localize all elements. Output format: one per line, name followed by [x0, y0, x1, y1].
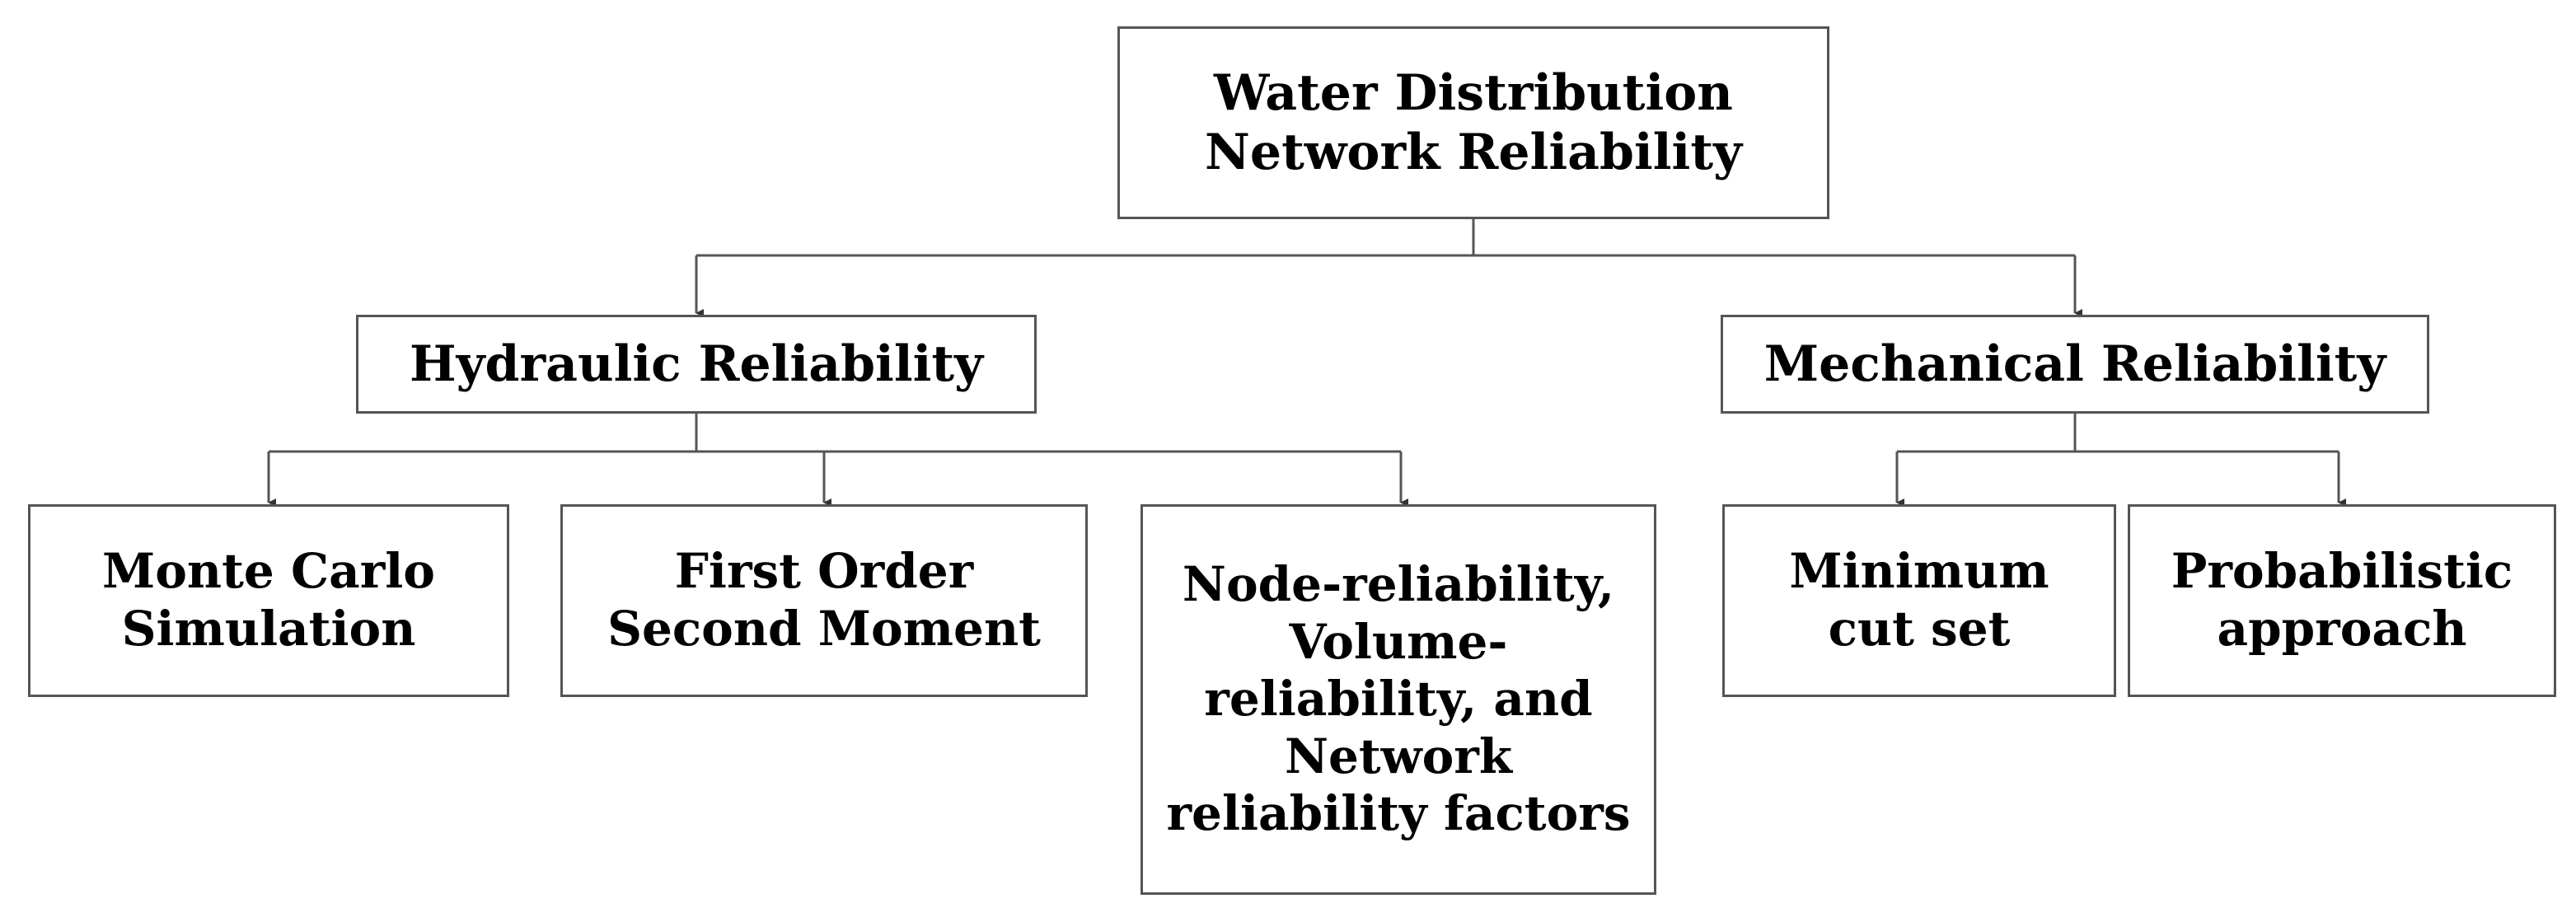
hydraulic-reliability-node: Hydraulic Reliability: [356, 315, 1037, 414]
root-node: Water Distribution Network Reliability: [1117, 26, 1829, 219]
root-node-label: Water Distribution Network Reliability: [1205, 64, 1742, 181]
mechanical-reliability-label: Mechanical Reliability: [1763, 335, 2386, 393]
monte-carlo-label: Monte Carlo Simulation: [102, 543, 435, 657]
mechanical-reliability-node: Mechanical Reliability: [1721, 315, 2429, 414]
hydraulic-reliability-label: Hydraulic Reliability: [409, 335, 984, 393]
first-order-second-moment-label: First Order Second Moment: [607, 543, 1041, 657]
minimum-cut-set-node: Minimum cut set: [1722, 504, 2116, 697]
probabilistic-approach-node: Probabilistic approach: [2128, 504, 2556, 697]
node-reliability-factors-label: Node-reliability, Volume- reliability, a…: [1166, 556, 1631, 842]
monte-carlo-node: Monte Carlo Simulation: [28, 504, 509, 697]
first-order-second-moment-node: First Order Second Moment: [560, 504, 1088, 697]
node-reliability-factors-node: Node-reliability, Volume- reliability, a…: [1140, 504, 1656, 895]
probabilistic-approach-label: Probabilistic approach: [2171, 543, 2513, 657]
minimum-cut-set-label: Minimum cut set: [1789, 543, 2049, 657]
